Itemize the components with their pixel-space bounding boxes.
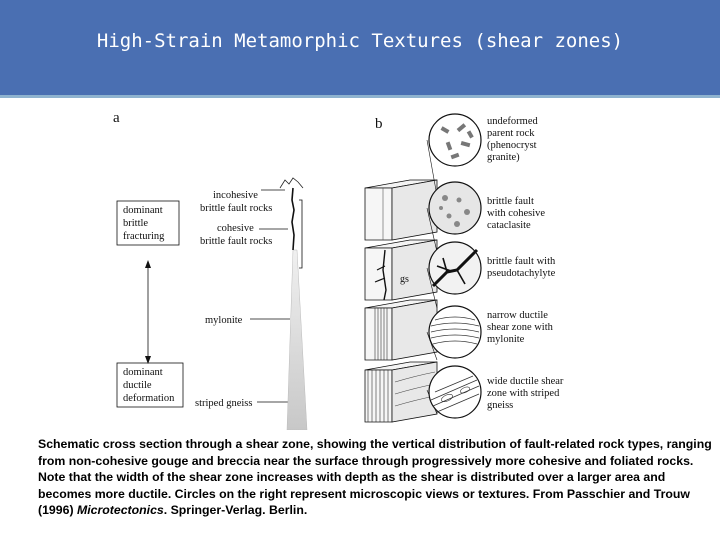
label-r2-2: with cohesive: [487, 208, 545, 219]
block-brittle-gs: [364, 239, 438, 301]
connector-3: [426, 267, 438, 309]
circle-cataclasite: [428, 181, 482, 235]
label-striped-gneiss: striped gneiss: [195, 398, 252, 409]
circle-undeformed: [428, 113, 482, 167]
brittle-bracket: [299, 199, 303, 269]
depth-arrow-head-top: [145, 260, 151, 268]
label-r4-1: narrow ductile: [487, 310, 548, 321]
label-r5-2: zone with striped: [487, 388, 560, 399]
label-dominant-ductile-2: ductile: [123, 380, 152, 391]
label-cohesive-2: brittle fault rocks: [200, 236, 272, 247]
label-dominant-brittle-2: brittle: [123, 218, 148, 229]
fault-trace: [291, 187, 295, 251]
label-dominant-ductile-1: dominant: [123, 367, 163, 378]
caption-text-1: Schematic cross section through a shear …: [38, 437, 712, 517]
block-undeformed: [364, 179, 438, 241]
label-r2-1: brittle fault: [487, 196, 534, 207]
label-incohesive-2: brittle fault rocks: [200, 203, 272, 214]
box-dominant-brittle: [116, 200, 180, 246]
figure-caption: Schematic cross section through a shear …: [38, 436, 713, 519]
label-r1-2: parent rock: [487, 128, 535, 139]
connector-4: [426, 331, 438, 361]
block-wide-gneiss: [364, 361, 438, 423]
surface-mound: [279, 177, 304, 189]
label-r1-3: (phenocryst: [487, 140, 537, 151]
label-r3-2: pseudotachylyte: [487, 268, 556, 279]
label-gs: gs: [400, 274, 409, 285]
label-r5-3: gneiss: [487, 400, 513, 411]
label-r1-4: granite): [487, 152, 520, 163]
slide-title: High-Strain Metamorphic Textures (shear …: [96, 30, 624, 52]
caption-book-title: Microtectonics: [76, 503, 164, 517]
connector-1: [426, 139, 438, 197]
shear-zone-figure: a b incohesive brittle fault rocks cohes…: [113, 110, 564, 430]
label-dominant-brittle-3: fracturing: [123, 231, 165, 242]
caption-text-2: . Springer-Verlag. Berlin.: [163, 503, 308, 517]
label-mylonite: mylonite: [205, 315, 243, 326]
label-dominant-ductile-3: deformation: [123, 393, 175, 404]
circle-striped-gneiss: [428, 365, 482, 419]
panel-a-label: a: [113, 110, 120, 126]
circle-pseudotachylyte: [428, 241, 482, 295]
label-r1-1: undeformed: [487, 116, 538, 127]
label-dominant-brittle-1: dominant: [123, 205, 163, 216]
label-incohesive-1: incohesive: [213, 190, 258, 201]
label-r2-3: cataclasite: [487, 220, 531, 231]
label-r4-2: shear zone with: [487, 322, 554, 333]
box-dominant-ductile: [116, 362, 184, 408]
label-r4-3: mylonite: [487, 334, 525, 345]
circle-mylonite: [428, 305, 482, 359]
panel-b-label: b: [375, 116, 383, 132]
label-r3-1: brittle fault with: [487, 256, 556, 267]
label-cohesive-1: cohesive: [217, 223, 254, 234]
depth-arrow-head-bottom: [145, 356, 151, 364]
connector-2: [426, 207, 438, 253]
shear-zone-cone: [286, 249, 308, 430]
block-narrow-mylonite: [364, 299, 438, 361]
label-r5-1: wide ductile shear: [487, 376, 564, 387]
title-bar: High-Strain Metamorphic Textures (shear …: [0, 0, 720, 98]
